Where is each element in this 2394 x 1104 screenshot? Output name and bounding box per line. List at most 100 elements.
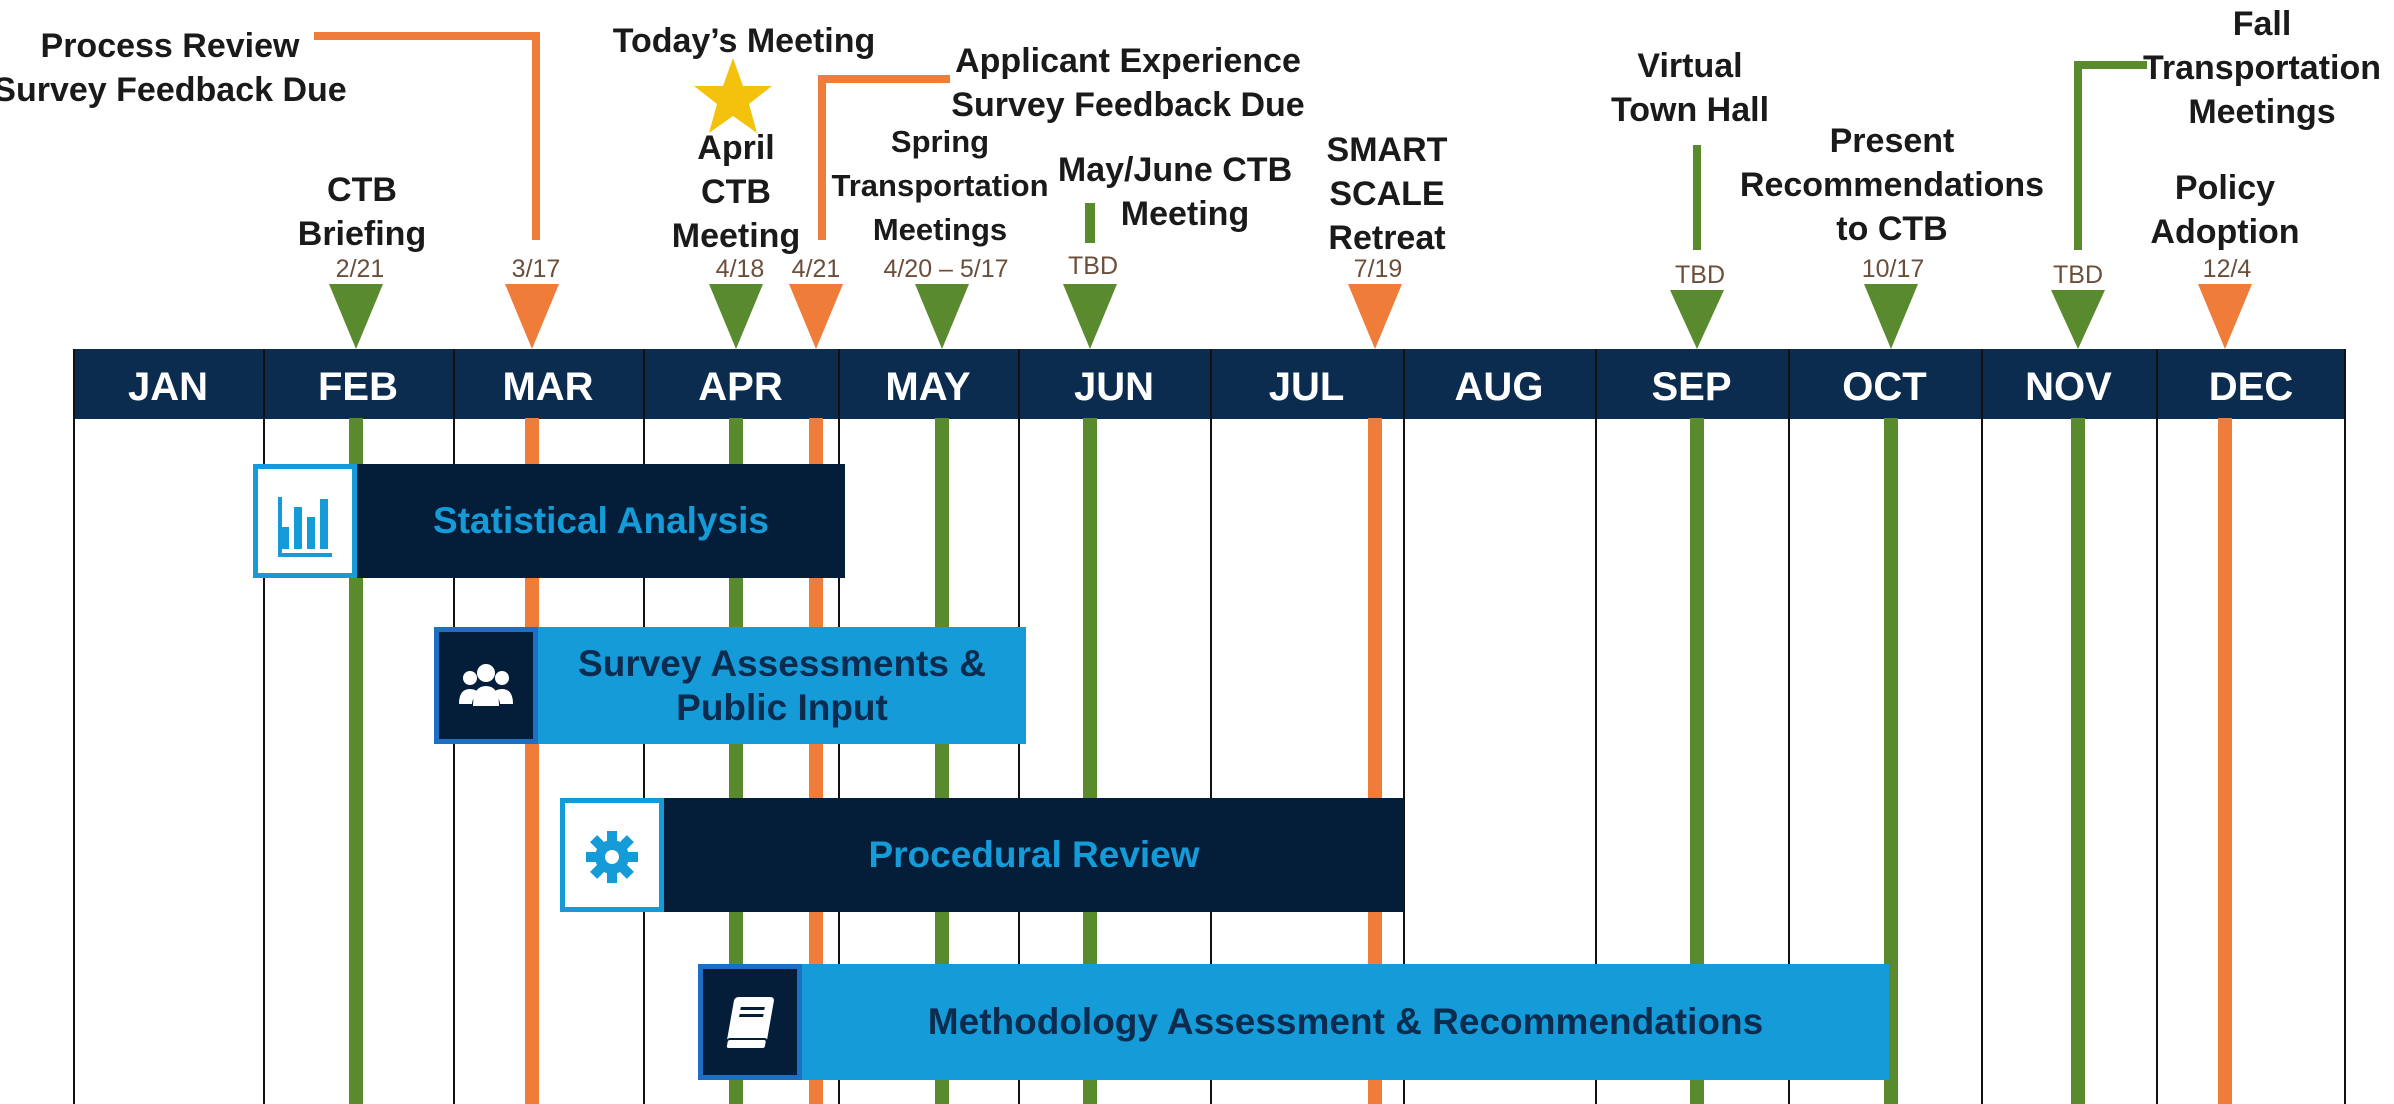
milestone-triangle xyxy=(789,284,843,349)
label-line: Survey Feedback Due xyxy=(0,71,347,109)
grid-line xyxy=(1210,349,1212,1104)
milestone-triangle xyxy=(1063,284,1117,349)
phase-title: Procedural Review xyxy=(868,834,1200,875)
label-line: Applicant Experience xyxy=(955,42,1301,80)
month-feb: FEB xyxy=(318,365,398,409)
milestone-triangle xyxy=(915,284,969,349)
label-line: SCALE xyxy=(1329,175,1445,213)
date-spring-meetings: 4/20 – 5/17 xyxy=(883,255,1009,283)
month-may: MAY xyxy=(885,365,971,409)
gear-icon xyxy=(560,798,664,912)
month-jun: JUN xyxy=(1073,365,1155,409)
milestone-line-green xyxy=(1690,418,1704,1104)
milestone-triangle xyxy=(1670,290,1724,349)
label-line: Adoption xyxy=(2150,213,2300,251)
month-oct: OCT xyxy=(1842,365,1927,409)
label-line: Policy xyxy=(2174,169,2276,207)
label-line: Briefing xyxy=(297,215,427,253)
connector-line xyxy=(314,32,540,240)
date-present-recommendations: 10/17 xyxy=(1861,255,1925,283)
milestone-line-green xyxy=(935,418,949,1104)
month-mar: MAR xyxy=(502,365,594,409)
label-line: Process Review xyxy=(40,27,300,65)
milestone-line-orange xyxy=(1368,418,1382,1104)
month-jan: JAN xyxy=(127,365,209,409)
grid-line xyxy=(1788,349,1790,1104)
label-line: Transportation xyxy=(2142,49,2382,87)
phase-survey-assessments: Survey Assessments & Public Input xyxy=(434,627,1026,744)
label-line: Meeting xyxy=(1120,195,1250,233)
label-line: Meetings xyxy=(872,212,1008,247)
milestone-label-smart-scale: SMART SCALE Retreat xyxy=(1327,128,1448,260)
milestone-triangle xyxy=(2198,284,2252,349)
phase-methodology-assessment: Methodology Assessment & Recommendations xyxy=(698,964,1889,1080)
month-header-bar xyxy=(73,349,2346,419)
milestone-triangle xyxy=(505,284,559,349)
date-may-june-ctb: TBD xyxy=(1068,252,1118,280)
grid-line xyxy=(1595,349,1597,1104)
label-line: Spring xyxy=(890,124,990,159)
milestone-label-fall-meetings: Fall Transportation Meetings xyxy=(2143,2,2381,134)
milestone-line-green xyxy=(1083,418,1097,1104)
phase-procedural-review: Procedural Review xyxy=(560,798,1404,912)
grid-line xyxy=(2156,349,2158,1104)
phase-title-line: Survey Assessments & xyxy=(578,642,986,684)
grid-line xyxy=(1403,349,1405,1104)
milestone-label-virtual-town-hall: Virtual Town Hall xyxy=(1611,44,1769,132)
phase-title: Survey Assessments & Public Input xyxy=(538,627,1026,744)
month-jul: JUL xyxy=(1268,365,1345,409)
label-line: CTB xyxy=(701,173,771,211)
phase-statistical-analysis: Statistical Analysis xyxy=(253,464,845,578)
label-line: Transportation xyxy=(831,168,1049,203)
milestone-triangle xyxy=(1864,284,1918,349)
label-line: Meeting xyxy=(671,217,801,255)
label-line: Survey Feedback Due xyxy=(951,86,1305,124)
label-line: Town Hall xyxy=(1610,91,1770,129)
star-icon xyxy=(694,58,772,133)
milestone-label-may-june-ctb: May/June CTB Meeting xyxy=(1058,148,1292,236)
label-line: CTB xyxy=(327,171,397,209)
milestone-label-april-ctb: April CTB Meeting xyxy=(672,126,800,258)
grid-line xyxy=(73,349,75,1104)
date-process-review: 3/17 xyxy=(511,255,561,283)
connector-line xyxy=(2074,61,2147,250)
month-sep: SEP xyxy=(1651,365,1732,409)
label-line: SMART xyxy=(1326,131,1448,169)
milestone-label-ctb-briefing: CTB Briefing xyxy=(298,168,426,256)
date-fall-meetings: TBD xyxy=(2053,261,2103,289)
phase-title: Methodology Assessment & Recommendations xyxy=(927,1001,1764,1042)
book-icon xyxy=(698,964,802,1080)
date-applicant-experience: 4/21 xyxy=(791,255,841,283)
milestone-triangle xyxy=(1348,284,1402,349)
grid-line xyxy=(1981,349,1983,1104)
date-ctb-briefing: 2/21 xyxy=(335,255,385,283)
month-nov: NOV xyxy=(2025,365,2112,409)
label-line: Meetings xyxy=(2188,93,2336,131)
bar-chart-icon xyxy=(253,464,357,578)
month-apr: APR xyxy=(698,365,783,409)
label-line: Fall xyxy=(2232,5,2292,43)
label-line: Virtual xyxy=(1637,47,1743,85)
milestone-label-applicant-experience: Applicant Experience Survey Feedback Due xyxy=(951,39,1304,127)
phase-title: Statistical Analysis xyxy=(433,500,769,541)
phase-title-line: Public Input xyxy=(676,686,888,728)
label-line: April xyxy=(697,129,775,167)
milestone-line-green xyxy=(729,418,743,1104)
date-april-ctb: 4/18 xyxy=(715,255,765,283)
grid-line xyxy=(2344,349,2346,1104)
grid-line xyxy=(263,349,265,1104)
label-line: Retreat xyxy=(1328,219,1446,257)
milestone-triangle xyxy=(2051,290,2105,349)
label-line: Recommendations xyxy=(1739,166,2045,204)
month-aug: AUG xyxy=(1454,365,1544,409)
milestone-label-spring-meetings: Spring Transportation Meetings xyxy=(831,120,1048,252)
connector-line xyxy=(818,75,950,240)
date-virtual-town-hall: TBD xyxy=(1675,261,1725,289)
milestone-line-orange xyxy=(2218,418,2232,1104)
date-smart-scale: 7/19 xyxy=(1353,255,1403,283)
label-line: May/June CTB xyxy=(1057,151,1293,189)
milestone-line-green xyxy=(2071,418,2085,1104)
milestone-label-present-recommendations: Present Recommendations to CTB xyxy=(1740,119,2044,251)
